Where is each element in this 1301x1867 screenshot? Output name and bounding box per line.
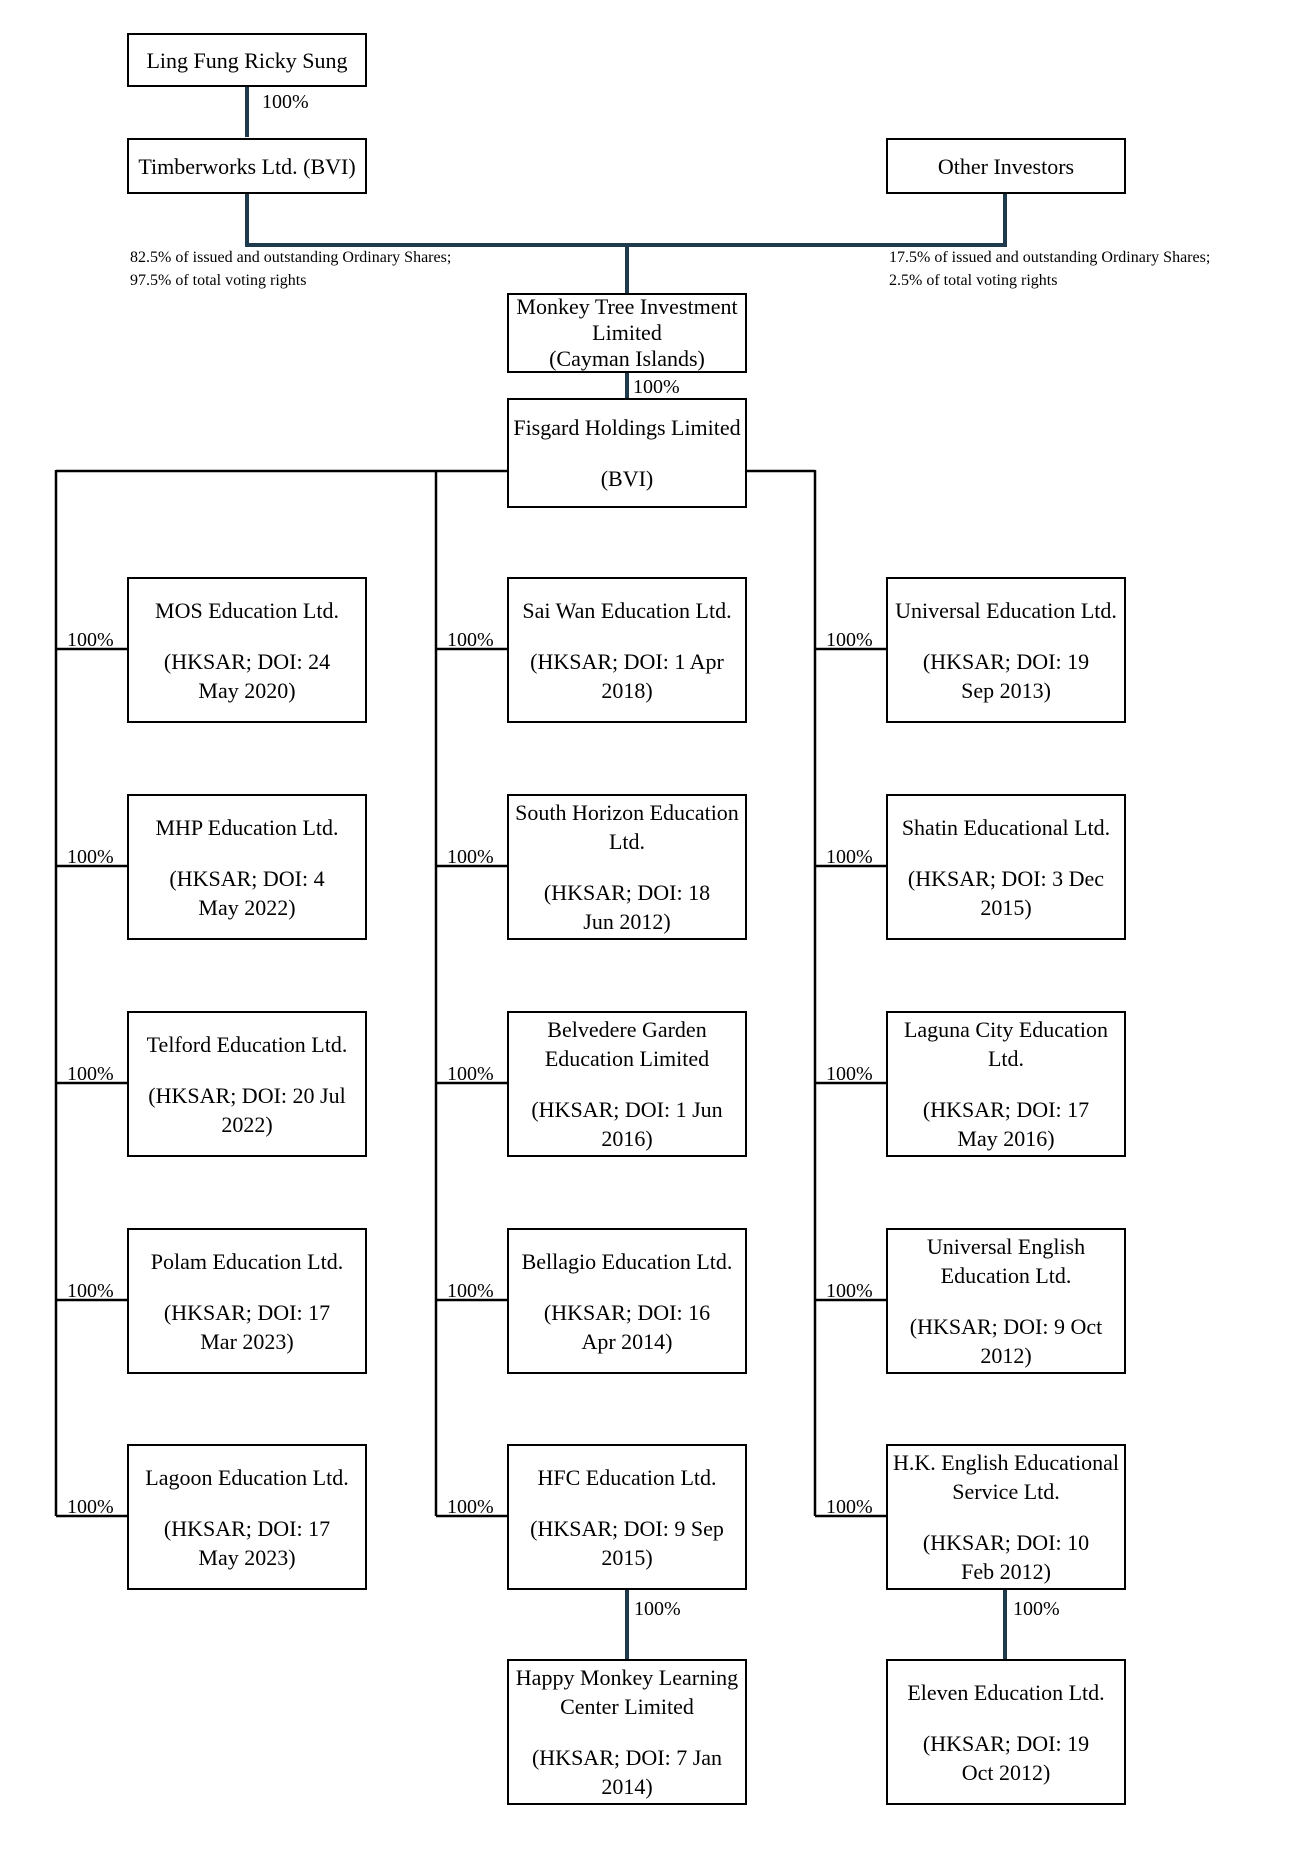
- sub-subsidiary-box: Happy Monkey Learning Center Limited (HKS…: [507, 1659, 747, 1805]
- ownership-pct-label: 100%: [826, 846, 873, 868]
- owner-name: Ling Fung Ricky Sung: [146, 47, 348, 73]
- ownership-pct-label: 100%: [67, 1496, 114, 1518]
- entity-name: H.K. English Educational Service Ltd.: [892, 1450, 1120, 1504]
- parent-jurisdiction: (Cayman Islands): [549, 346, 705, 371]
- subsidiary-box: Shatin Educational Ltd. (HKSAR; DOI: 3 De…: [886, 794, 1126, 940]
- fisgard-jurisdiction: (BVI): [600, 466, 654, 491]
- entity-name: Eleven Education Ltd.: [907, 1679, 1105, 1705]
- owner-pct-label: 100%: [262, 91, 309, 113]
- ownership-pct-label: 100%: [826, 1063, 873, 1085]
- ownership-pct-label: 100%: [634, 1598, 681, 1620]
- entity-detail: (HKSAR; DOI: 19 Oct 2012): [922, 1730, 1090, 1785]
- other-investors-box: Other Investors: [886, 138, 1126, 194]
- timberworks-stake-voting: 97.5% of total voting rights: [130, 272, 307, 289]
- other-investors-stake-shares: 17.5% of issued and outstanding Ordinary…: [889, 249, 1211, 266]
- entity-detail: (HKSAR; DOI: 19 Sep 2013): [922, 648, 1090, 703]
- entity-detail: (HKSAR; DOI: 9 Sep 2015): [530, 1515, 724, 1570]
- subsidiary-box: MOS Education Ltd. (HKSAR; DOI: 24 May 20…: [127, 577, 367, 723]
- entity-name: HFC Education Ltd.: [537, 1464, 717, 1490]
- entity-detail: (HKSAR; DOI: 24 May 2020): [163, 648, 331, 703]
- sub-subsidiary-box: Eleven Education Ltd. (HKSAR; DOI: 19 Oct…: [886, 1659, 1126, 1805]
- entity-name: Polam Education Ltd.: [150, 1248, 344, 1274]
- subsidiary-box: Laguna City Education Ltd. (HKSAR; DOI: 1…: [886, 1011, 1126, 1157]
- other-investors-name: Other Investors: [937, 153, 1075, 179]
- ownership-pct-label: 100%: [1013, 1598, 1060, 1620]
- fisgard-name: Fisgard Holdings Limited: [513, 415, 741, 440]
- entity-detail: (HKSAR; DOI: 3 Dec 2015): [907, 865, 1105, 920]
- entity-detail: (HKSAR; DOI: 4 May 2022): [169, 865, 325, 920]
- timberworks-box: Timberworks Ltd. (BVI): [127, 138, 367, 194]
- entity-detail: (HKSAR; DOI: 16 Apr 2014): [543, 1299, 711, 1354]
- ownership-pct-label: 100%: [447, 1063, 494, 1085]
- entity-name: Belvedere Garden Education Limited: [544, 1017, 710, 1071]
- parent-pct-label: 100%: [633, 376, 680, 398]
- subsidiary-box: MHP Education Ltd. (HKSAR; DOI: 4 May 202…: [127, 794, 367, 940]
- timberworks-name: Timberworks Ltd. (BVI): [138, 153, 356, 179]
- ownership-pct-label: 100%: [67, 1063, 114, 1085]
- entity-name: Lagoon Education Ltd.: [145, 1464, 349, 1490]
- subsidiary-box: Belvedere Garden Education Limited (HKSAR…: [507, 1011, 747, 1157]
- subsidiary-box: Universal Education Ltd. (HKSAR; DOI: 19 …: [886, 577, 1126, 723]
- entity-name: Shatin Educational Ltd.: [901, 814, 1111, 840]
- entity-detail: (HKSAR; DOI: 1 Jun 2016): [531, 1097, 723, 1151]
- entity-name: Happy Monkey Learning Center Limited: [515, 1665, 739, 1719]
- ownership-pct-label: 100%: [67, 629, 114, 651]
- entity-name: South Horizon Education Ltd.: [515, 800, 739, 854]
- parent-name-line1: Monkey Tree Investment: [516, 294, 738, 319]
- entity-name: MOS Education Ltd.: [155, 597, 339, 623]
- subsidiary-box: Sai Wan Education Ltd. (HKSAR; DOI: 1 Apr…: [507, 577, 747, 723]
- entity-detail: (HKSAR; DOI: 10 Feb 2012): [922, 1530, 1090, 1584]
- subsidiary-box: HFC Education Ltd. (HKSAR; DOI: 9 Sep 201…: [507, 1444, 747, 1590]
- timberworks-stake-shares: 82.5% of issued and outstanding Ordinary…: [130, 249, 452, 266]
- ownership-pct-label: 100%: [447, 629, 494, 651]
- entity-detail: (HKSAR; DOI: 18 Jun 2012): [543, 880, 711, 934]
- parent-name-line2: Limited: [592, 320, 662, 345]
- ownership-pct-label: 100%: [447, 846, 494, 868]
- entity-name: Universal Education Ltd.: [895, 597, 1117, 623]
- subsidiary-box: South Horizon Education Ltd. (HKSAR; DOI:…: [507, 794, 747, 940]
- owner-box: Ling Fung Ricky Sung: [127, 33, 367, 87]
- parent-company-box: Monkey Tree Investment Limited (Cayman I…: [507, 293, 747, 373]
- subsidiary-box: Polam Education Ltd. (HKSAR; DOI: 17 Mar …: [127, 1228, 367, 1374]
- entity-detail: (HKSAR; DOI: 1 Apr 2018): [530, 648, 724, 703]
- ownership-pct-label: 100%: [826, 629, 873, 651]
- timberworks-stake-note: 82.5% of issued and outstanding Ordinary…: [130, 246, 451, 292]
- entity-name: Laguna City Education Ltd.: [903, 1017, 1109, 1071]
- entity-name: Sai Wan Education Ltd.: [522, 597, 732, 623]
- subsidiary-box: Lagoon Education Ltd. (HKSAR; DOI: 17 May…: [127, 1444, 367, 1590]
- ownership-pct-label: 100%: [67, 1280, 114, 1302]
- subsidiary-box: Telford Education Ltd. (HKSAR; DOI: 20 Ju…: [127, 1011, 367, 1157]
- ownership-pct-label: 100%: [67, 846, 114, 868]
- entity-detail: (HKSAR; DOI: 17 May 2023): [163, 1515, 331, 1570]
- other-investors-stake-note: 17.5% of issued and outstanding Ordinary…: [889, 246, 1210, 292]
- entity-name: Bellagio Education Ltd.: [521, 1248, 733, 1274]
- entity-name: Telford Education Ltd.: [146, 1031, 348, 1057]
- subsidiary-box: Bellagio Education Ltd. (HKSAR; DOI: 16 A…: [507, 1228, 747, 1374]
- other-investors-stake-voting: 2.5% of total voting rights: [889, 272, 1058, 289]
- subsidiary-box: H.K. English Educational Service Ltd. (HK…: [886, 1444, 1126, 1590]
- entity-detail: (HKSAR; DOI: 17 Mar 2023): [163, 1299, 331, 1354]
- entity-detail: (HKSAR; DOI: 20 Jul 2022): [148, 1082, 346, 1137]
- entity-name: Universal English Education Ltd.: [926, 1234, 1086, 1288]
- subsidiary-box: Universal English Education Ltd. (HKSAR; …: [886, 1228, 1126, 1374]
- entity-detail: (HKSAR; DOI: 9 Oct 2012): [909, 1314, 1103, 1368]
- entity-detail: (HKSAR; DOI: 17 May 2016): [922, 1097, 1090, 1151]
- ownership-pct-label: 100%: [826, 1280, 873, 1302]
- ownership-pct-label: 100%: [447, 1496, 494, 1518]
- ownership-pct-label: 100%: [826, 1496, 873, 1518]
- ownership-pct-label: 100%: [447, 1280, 494, 1302]
- fisgard-box: Fisgard Holdings Limited (BVI): [507, 398, 747, 508]
- entity-name: MHP Education Ltd.: [155, 814, 339, 840]
- entity-detail: (HKSAR; DOI: 7 Jan 2014): [531, 1745, 723, 1799]
- branch-ticks: [56, 647, 886, 1518]
